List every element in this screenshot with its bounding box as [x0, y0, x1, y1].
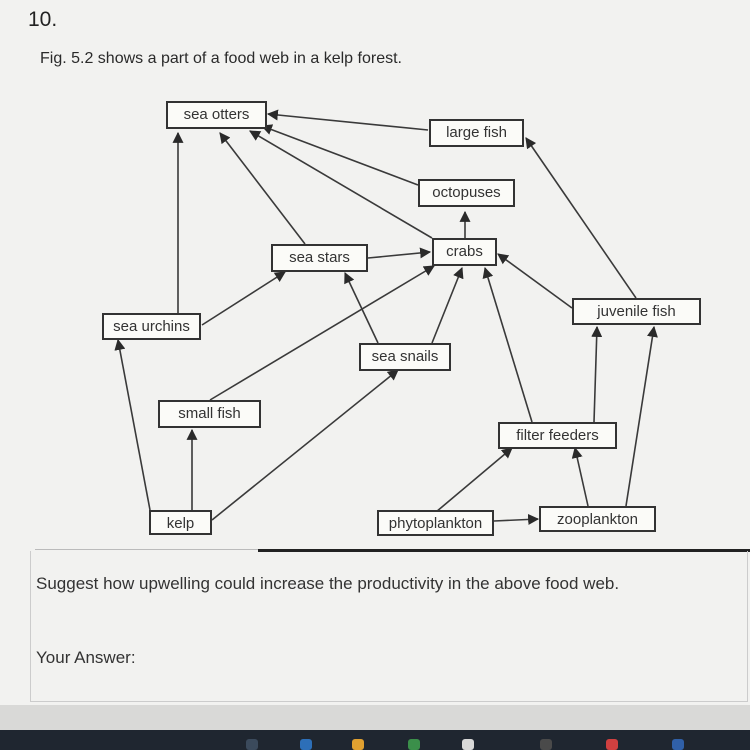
arrow-small-fish-to-crabs — [209, 265, 435, 401]
arrow-sea-stars-to-crabs — [367, 247, 432, 259]
food-web-arrows — [114, 109, 658, 525]
question-text: Suggest how upwelling could increase the… — [36, 574, 620, 593]
divider-thin — [35, 549, 260, 550]
arrow-phytoplankton-to-zooplankton — [493, 513, 540, 525]
node-zooplankton: zooplankton — [539, 506, 656, 532]
arrow-kelp-to-sea-urchins — [114, 338, 151, 511]
answer-label: Your Answer: — [36, 648, 136, 667]
node-large-fish: large fish — [429, 119, 524, 147]
arrow-kelp-to-sea-snails — [211, 369, 399, 521]
arrow-crabs-to-sea-otters — [249, 130, 433, 239]
node-filter-feeders: filter feeders — [498, 422, 617, 449]
node-crabs: crabs — [432, 238, 497, 266]
food-web-diagram: sea otters large fish octopuses sea star… — [102, 101, 701, 536]
node-sea-stars: sea stars — [271, 244, 368, 272]
taskbar-app-icon[interactable] — [352, 739, 364, 750]
question-page: 10. Fig. 5.2 shows a part of a food web … — [0, 0, 750, 705]
arrow-large-fish-to-sea-otters — [266, 109, 429, 131]
taskbar-app-icon[interactable] — [246, 739, 258, 750]
arrow-juvenile-fish-to-crabs — [497, 253, 573, 309]
taskbar-app-icon[interactable] — [606, 739, 618, 750]
arrow-sea-snails-to-crabs — [431, 266, 464, 344]
taskbar-app-icon[interactable] — [300, 739, 312, 750]
answer-panel — [30, 551, 748, 702]
arrow-zooplankton-to-juvenile-fish — [625, 325, 658, 507]
node-sea-otters: sea otters — [166, 101, 267, 129]
figure-caption: Fig. 5.2 shows a part of a food web in a… — [40, 50, 402, 67]
taskbar-app-icon[interactable] — [462, 739, 474, 750]
taskbar-app-icon[interactable] — [672, 739, 684, 750]
arrow-sea-snails-to-sea-stars — [344, 272, 379, 344]
node-octopuses: octopuses — [418, 179, 515, 207]
node-kelp: kelp — [149, 510, 212, 535]
node-small-fish: small fish — [158, 400, 261, 428]
node-sea-snails: sea snails — [359, 343, 451, 371]
arrow-filter-feeders-to-juvenile-fish — [591, 325, 603, 423]
arrow-filter-feeders-to-crabs — [482, 266, 533, 423]
arrow-juvenile-fish-to-large-fish — [525, 137, 637, 299]
arrow-sea-stars-to-sea-otters — [219, 132, 306, 245]
arrow-octopuses-to-sea-otters — [260, 124, 419, 186]
arrow-zooplankton-to-filter-feeders — [571, 446, 589, 507]
taskbar-app-icon[interactable] — [408, 739, 420, 750]
arrow-sea-urchins-to-sea-stars — [201, 271, 286, 326]
taskbar-app-icon[interactable] — [540, 739, 552, 750]
node-sea-urchins: sea urchins — [102, 313, 201, 340]
node-juvenile-fish: juvenile fish — [572, 298, 701, 325]
arrow-phytoplankton-to-filter-feeders — [435, 447, 513, 513]
node-phytoplankton: phytoplankton — [377, 510, 494, 536]
taskbar — [0, 730, 750, 750]
divider-thick — [258, 549, 750, 552]
question-number: 10. — [28, 8, 58, 31]
